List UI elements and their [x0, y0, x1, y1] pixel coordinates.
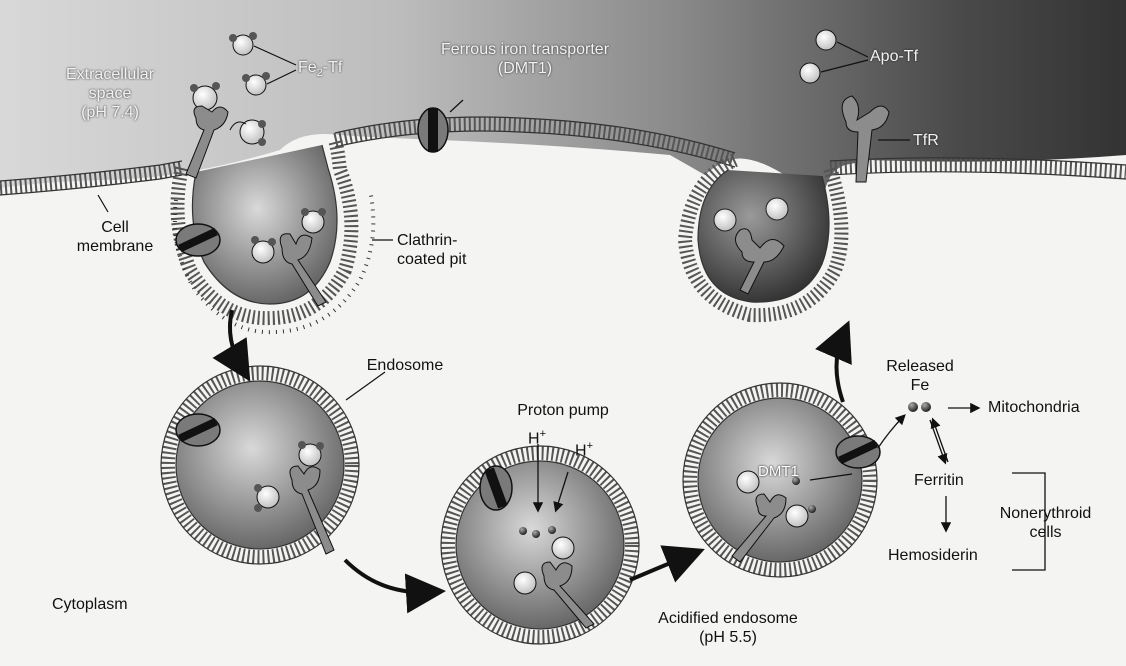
label-cell-membrane-line2: membrane [70, 237, 160, 256]
label-acidified-line2: (pH 5.5) [633, 628, 823, 647]
label-nonerythroid-line2: cells [983, 523, 1108, 542]
label-mitochondria: Mitochondria [988, 398, 1080, 417]
label-fe2-tf-fe: Fe [298, 59, 317, 76]
label-fe2-tf-rest: -Tf [323, 59, 343, 76]
label-dmt1-top: Ferrous iron transporter (DMT1) [405, 40, 645, 78]
label-fe2-tf: Fe2-Tf [298, 58, 342, 83]
label-endosome: Endosome [350, 356, 460, 375]
arrow-right-to-recycle [837, 335, 844, 402]
label-h-1: H [528, 430, 540, 447]
label-cell-membrane-line1: Cell [70, 218, 160, 237]
arrow-pit-to-endosome [230, 310, 242, 368]
label-h-1-plus: + [540, 428, 546, 440]
label-released-line1: Released [870, 357, 970, 376]
label-cytoplasm: Cytoplasm [52, 595, 128, 614]
apo-tf-2 [800, 63, 820, 83]
label-nonerythroid-line1: Nonerythroid [983, 504, 1108, 523]
label-h-2: H [575, 442, 587, 459]
arrow-endosome-to-acidified [345, 560, 430, 592]
label-clathrin-line2: coated pit [397, 250, 466, 269]
label-ferritin: Ferritin [914, 471, 964, 490]
label-released-line2: Fe [870, 376, 970, 395]
acidified-endosome [441, 446, 639, 644]
dmt1-membrane-top [418, 108, 448, 152]
apo-tf-1 [816, 30, 836, 50]
released-fe-2 [921, 402, 931, 412]
label-extracellular-line1: Extracellular [40, 65, 180, 84]
label-extracellular-line3: (pH 7.4) [40, 103, 180, 122]
label-tfr: TfR [913, 131, 939, 150]
label-acidified-line1: Acidified endosome [633, 609, 823, 628]
label-extracellular: Extracellular space (pH 7.4) [40, 65, 180, 122]
label-extracellular-line2: space [40, 84, 180, 103]
label-apo-tf: Apo-Tf [870, 47, 918, 66]
label-dmt1-top-line2: (DMT1) [405, 59, 645, 78]
label-clathrin-pit: Clathrin- coated pit [397, 231, 466, 269]
released-fe-1 [908, 402, 918, 412]
label-h-plus-2: H+ [575, 437, 593, 460]
label-h-2-plus: + [587, 440, 593, 452]
label-nonerythroid: Nonerythroid cells [983, 504, 1108, 542]
label-released-fe: Released Fe [870, 357, 970, 395]
recycling-vesicle [685, 160, 841, 315]
dmt1-pit [176, 224, 220, 256]
label-dmt1-inner: DMT1 [758, 462, 799, 481]
label-h-plus-1: H+ [528, 425, 546, 448]
endosome [161, 366, 359, 564]
label-clathrin-line1: Clathrin- [397, 231, 466, 250]
arrow-acidified-to-right [630, 555, 690, 580]
label-cell-membrane: Cell membrane [70, 218, 160, 256]
label-hemosiderin: Hemosiderin [888, 546, 978, 565]
label-acidified-endosome: Acidified endosome (pH 5.5) [633, 609, 823, 647]
label-proton-pump: Proton pump [493, 401, 633, 420]
label-dmt1-top-line1: Ferrous iron transporter [405, 40, 645, 59]
